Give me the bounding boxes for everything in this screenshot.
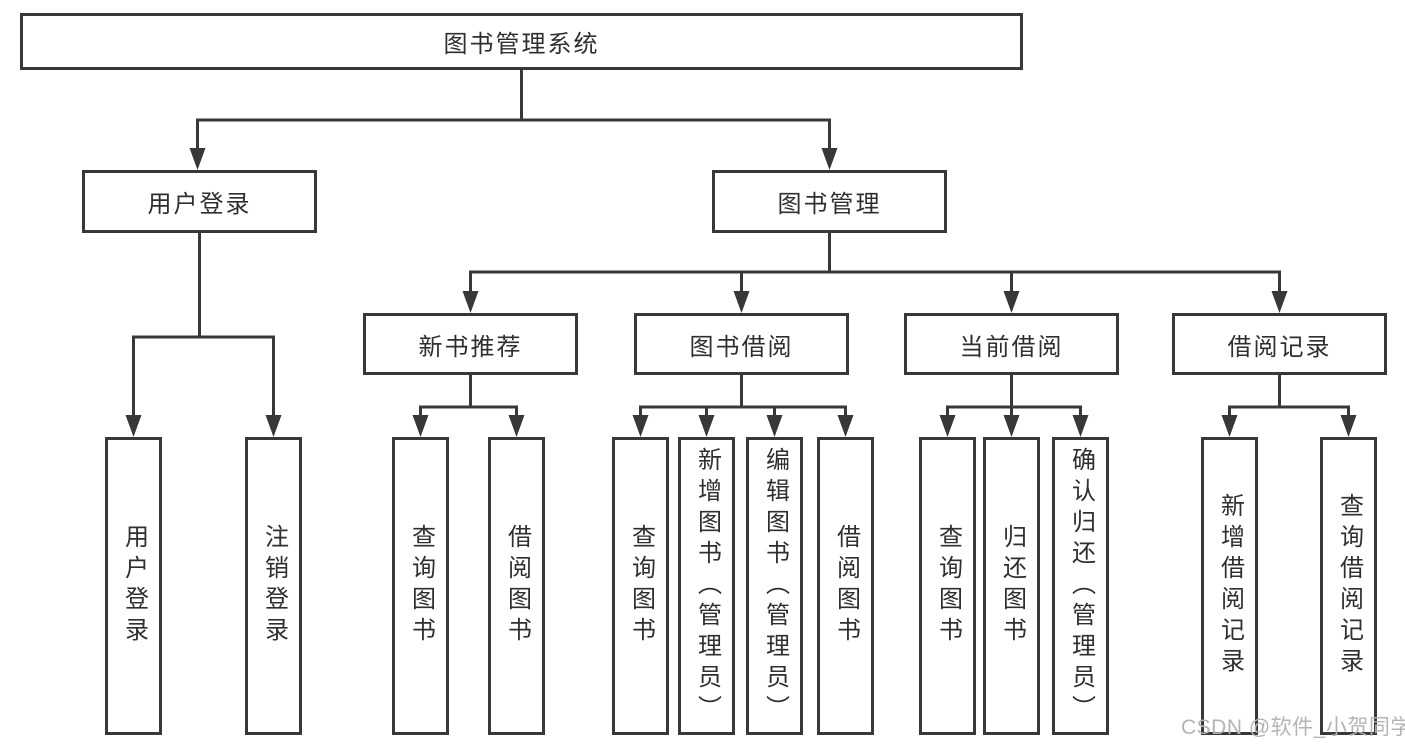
leaf-query-books-recommend: 查询图书 — [392, 437, 449, 735]
leaf-query-books-current-label: 查询图书 — [934, 524, 962, 648]
leaf-add-book-admin-label: 新增图书（管理员） — [693, 446, 721, 726]
node-book-management-label: 图书管理 — [777, 191, 882, 218]
leaf-borrow-books-recommend-label: 借阅图书 — [503, 524, 531, 648]
node-new-book-recommend: 新书推荐 — [363, 313, 578, 375]
leaf-edit-book-admin-label: 编辑图书（管理员） — [761, 446, 789, 726]
leaf-confirm-return-admin-label: 确认归还（管理员） — [1067, 446, 1095, 726]
leaf-query-books-borrow-label: 查询图书 — [627, 524, 655, 648]
leaf-query-borrow-record-label: 查询借阅记录 — [1335, 493, 1363, 679]
node-book-borrow-label: 图书借阅 — [689, 333, 794, 361]
leaf-borrow-books-recommend: 借阅图书 — [488, 437, 545, 735]
leaf-add-borrow-record: 新增借阅记录 — [1201, 437, 1258, 735]
leaf-query-books-recommend-label: 查询图书 — [407, 524, 435, 648]
leaf-borrow-books-2: 借阅图书 — [817, 437, 874, 735]
leaf-add-borrow-record-label: 新增借阅记录 — [1216, 493, 1244, 679]
leaf-borrow-books-2-label: 借阅图书 — [832, 524, 860, 648]
node-borrow-records-label: 借阅记录 — [1227, 333, 1332, 361]
node-user-login: 用户登录 — [82, 170, 317, 233]
leaf-return-books: 归还图书 — [983, 437, 1040, 735]
node-current-borrow: 当前借阅 — [904, 313, 1119, 375]
leaf-add-book-admin: 新增图书（管理员） — [678, 437, 735, 735]
leaf-confirm-return-admin: 确认归还（管理员） — [1052, 437, 1109, 735]
node-borrow-records: 借阅记录 — [1172, 313, 1387, 375]
leaf-logout-label: 注销登录 — [260, 524, 288, 648]
node-current-borrow-label: 当前借阅 — [959, 333, 1064, 361]
node-user-login-label: 用户登录 — [147, 191, 252, 218]
leaf-user-login: 用户登录 — [105, 437, 162, 735]
csdn-watermark: CSDN @软件_小贺同学 — [1181, 716, 1405, 739]
leaf-edit-book-admin: 编辑图书（管理员） — [746, 437, 803, 735]
node-book-borrow: 图书借阅 — [634, 313, 849, 375]
leaf-user-login-label: 用户登录 — [120, 524, 148, 648]
node-book-management: 图书管理 — [712, 170, 947, 233]
leaf-return-books-label: 归还图书 — [998, 524, 1026, 648]
leaf-logout: 注销登录 — [245, 437, 302, 735]
node-new-book-recommend-label: 新书推荐 — [418, 333, 523, 361]
node-root-label: 图书管理系统 — [443, 31, 600, 58]
node-root: 图书管理系统 — [20, 13, 1023, 70]
leaf-query-borrow-record: 查询借阅记录 — [1320, 437, 1377, 735]
leaf-query-books-borrow: 查询图书 — [612, 437, 669, 735]
leaf-query-books-current: 查询图书 — [919, 437, 976, 735]
